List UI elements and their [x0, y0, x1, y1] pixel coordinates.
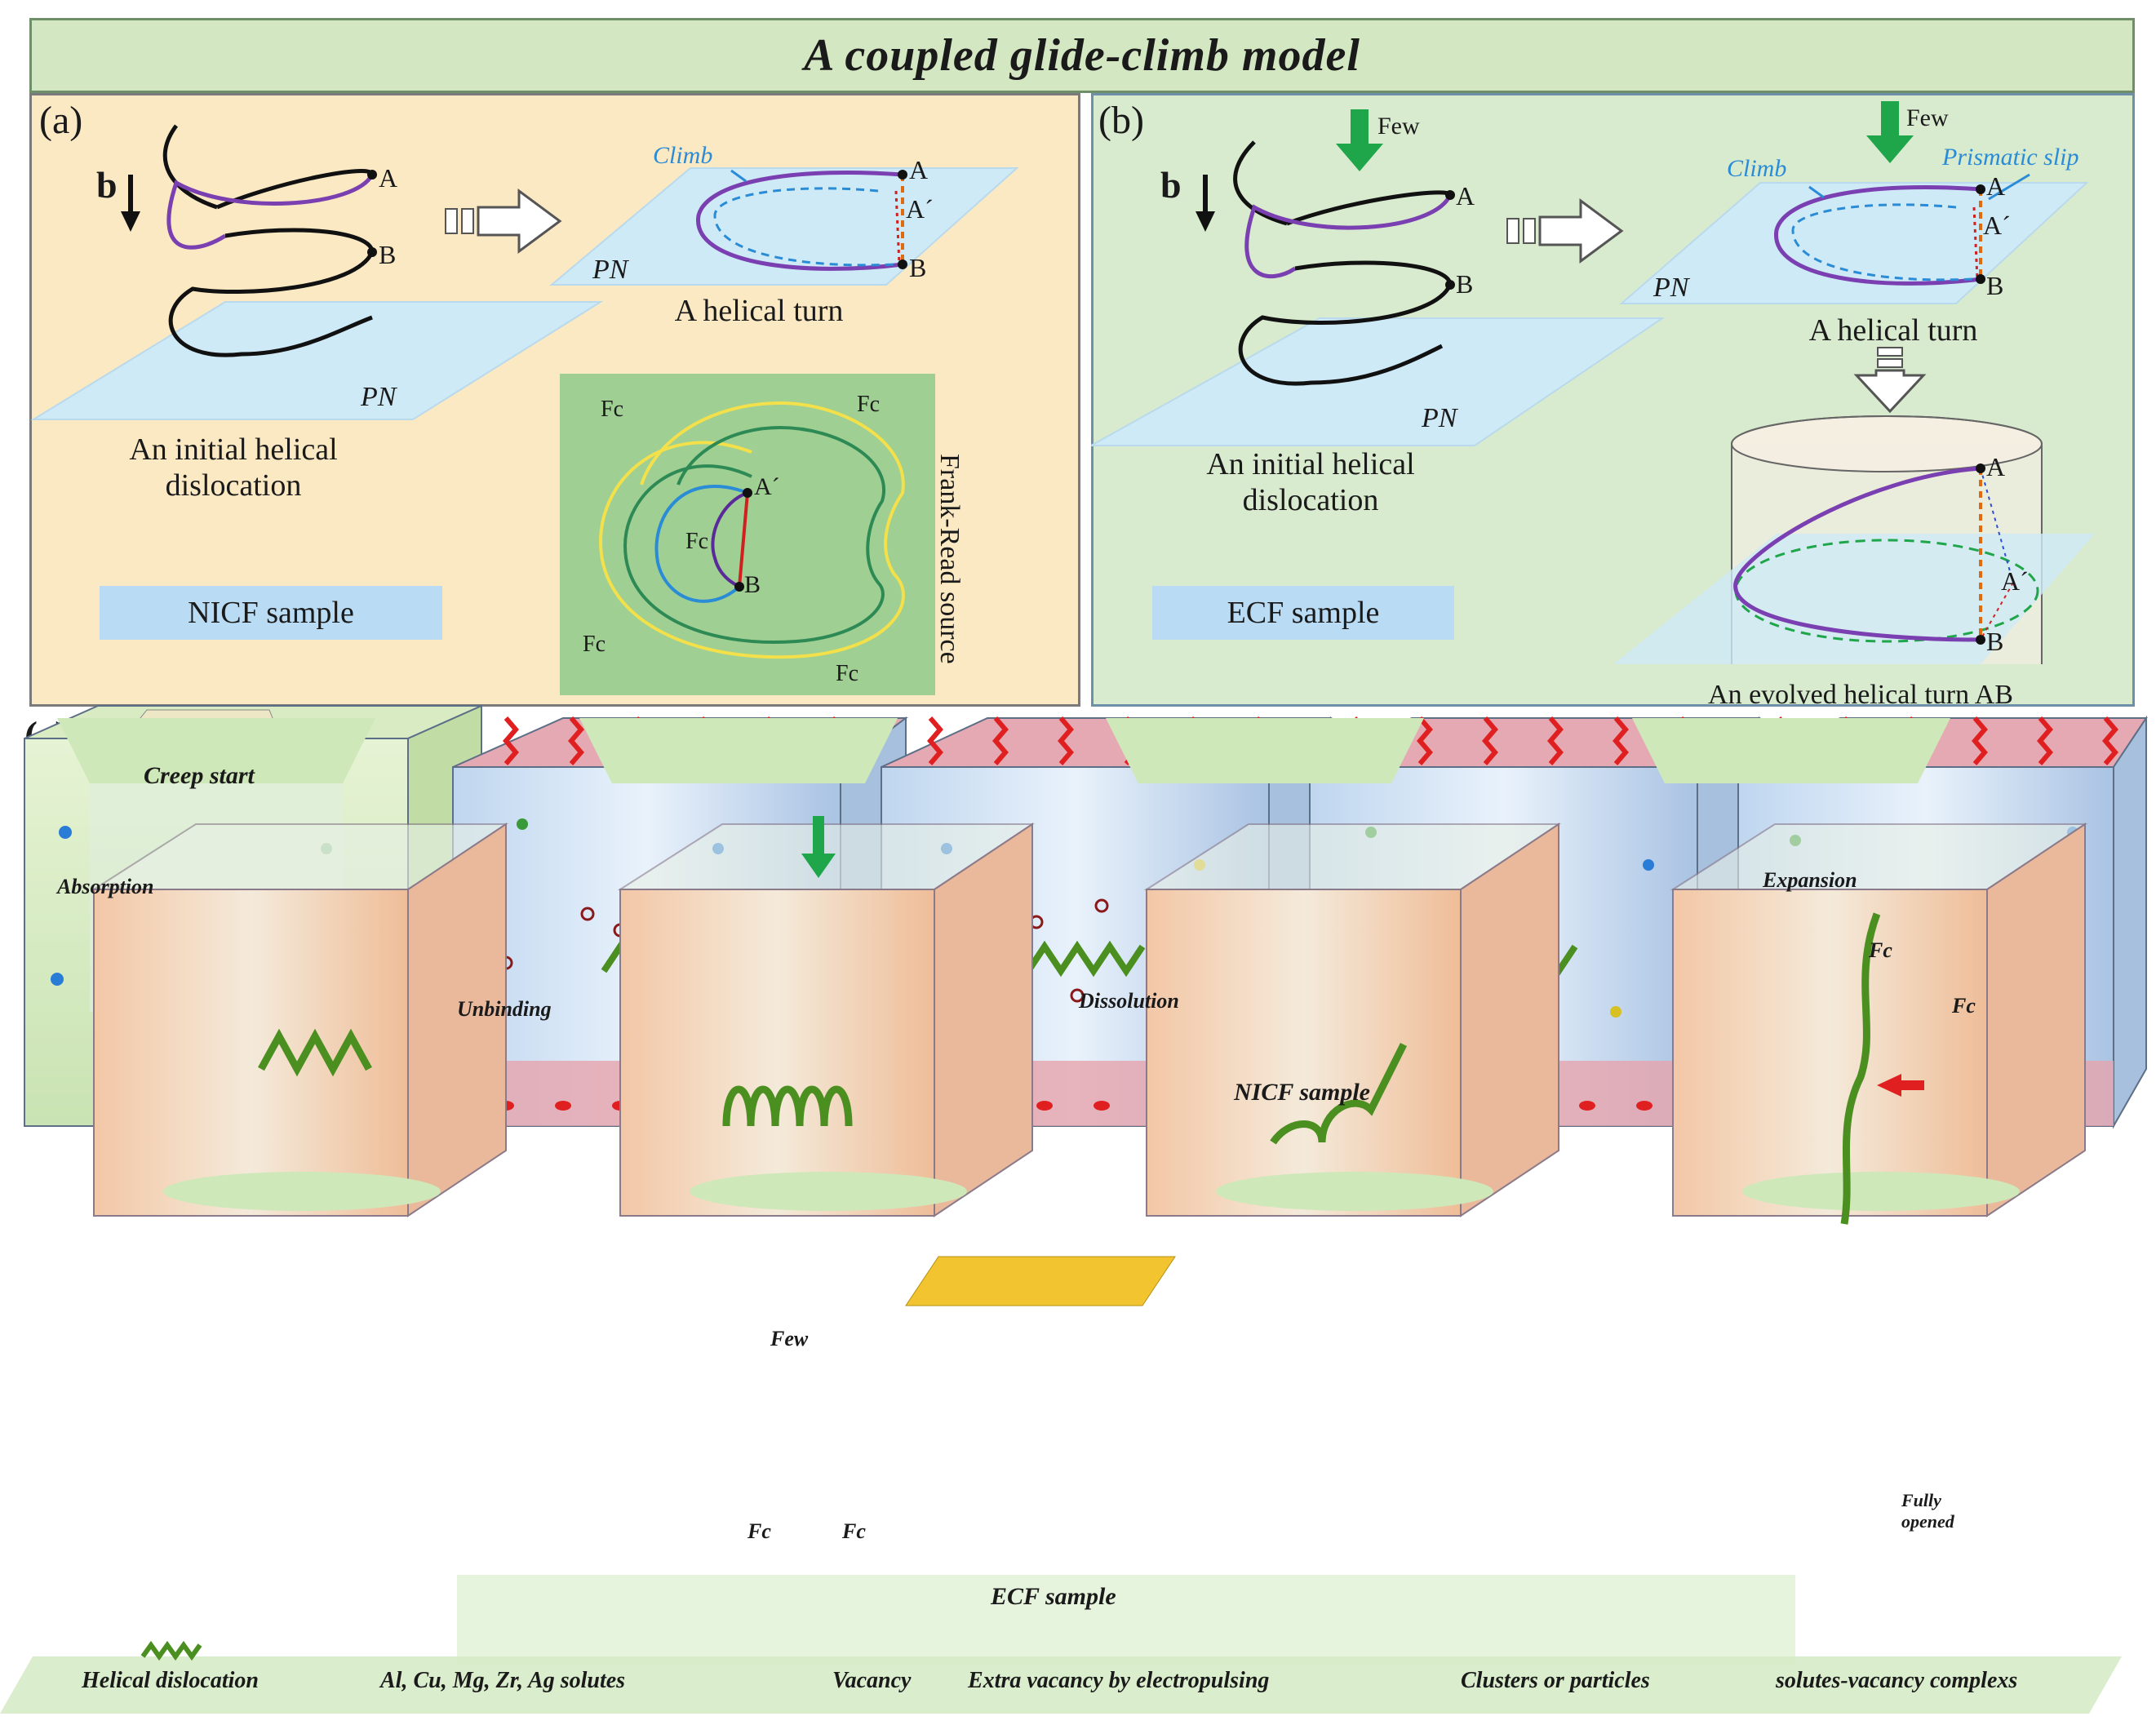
fully-opened-arrow [1877, 1074, 1901, 1097]
prismatic-label: Prismatic slip [1942, 144, 2079, 171]
burgers-label-a: b [96, 164, 118, 206]
point-a-prime-turn-b: A´ [1983, 211, 2011, 240]
fr-fc-3: Fc [685, 529, 708, 554]
point-a-prime-evolved: A´ [2001, 566, 2029, 596]
caption-evolved: An evolved helical turn AB [1708, 680, 2013, 710]
transform-arrow-a [477, 188, 562, 254]
panel-b-drawing [1091, 101, 2095, 664]
few-arrow-1 [1336, 144, 1383, 171]
panel-c-drawing [0, 704, 2148, 1714]
pn-plane-turn [549, 167, 1019, 286]
caption-turn-b: A helical turn [1808, 313, 1978, 348]
caption-turn-a: A helical turn [674, 294, 844, 328]
point-b-initial-b: B [1456, 269, 1474, 299]
burgers-label-b: b [1160, 164, 1182, 206]
expansion-label: Expansion [1763, 868, 1857, 892]
nicf-sample-box: NICF sample [100, 586, 442, 640]
fr-fc-2: Fc [857, 392, 880, 417]
few-label-2: Few [1906, 104, 1949, 131]
fr-blue-loop [654, 485, 748, 603]
fc-label-top-1: Fc [1869, 938, 1892, 962]
point-b-initial: B [379, 240, 397, 269]
few-arrow-c [801, 854, 836, 878]
point-a-initial: A [379, 163, 398, 193]
fr-fc-1: Fc [601, 397, 623, 422]
absorption-label: Absorption [57, 875, 154, 898]
panel-a-drawing [30, 124, 1019, 695]
pn-plane-initial [30, 301, 604, 420]
fr-yellow-loop [598, 401, 905, 659]
few-arrow-2 [1866, 135, 1914, 163]
helix-purple-turn [166, 173, 375, 250]
point-a-prime-turn: A´ [906, 194, 934, 224]
point-a-initial-b: A [1456, 181, 1475, 211]
pn-plane-initial-b [1091, 317, 1666, 446]
legend-helix-icon [140, 1640, 202, 1661]
panel-a-label: (a) [39, 99, 83, 142]
legend-clusters: Clusters or particles [1461, 1668, 1650, 1693]
ecf-box-2 [579, 718, 1036, 1217]
fr-fc-4: Fc [583, 632, 606, 657]
helix-black-bottom [168, 228, 375, 357]
pn-plane-evolved [1613, 534, 2095, 664]
pn-label-initial: PN [361, 382, 397, 412]
dissolution-label: Dissolution [1079, 989, 1179, 1013]
ecf-sample-label: ECF sample [991, 1583, 1116, 1610]
climb-label-b: Climb [1727, 155, 1787, 182]
unbinding-label: Unbinding [457, 997, 552, 1021]
ecf-box-1 [57, 718, 509, 1217]
helical-turn-purple [696, 170, 903, 271]
few-label-1: Few [1377, 113, 1420, 140]
fully-opened-label: Fully opened [1901, 1490, 1954, 1532]
few-label-c: Few [770, 1327, 809, 1350]
climb-dashed [713, 187, 895, 267]
legend-bar [0, 1656, 2122, 1714]
fc-label-bottom-2: Fc [842, 1519, 866, 1543]
point-a-evolved: A [1986, 452, 2006, 481]
fr-a-prime: A´ [754, 473, 780, 500]
fr-red-segment [738, 492, 749, 588]
legend-extra-vacancy: Extra vacancy by electropulsing [968, 1668, 1270, 1693]
ecf-sample-box: ECF sample [1152, 586, 1454, 640]
nicf-sample-label: NICF sample [1234, 1079, 1370, 1106]
helix-purple-turn-b [1244, 193, 1453, 279]
ecf-box-4 [1632, 718, 2088, 1217]
pn-label-initial-b: PN [1422, 403, 1457, 433]
burgers-arrow [121, 211, 140, 232]
climb-label-a: Climb [653, 142, 713, 169]
title-bar: A coupled glide-climb model [29, 18, 2135, 93]
point-a-turn-b: A [1986, 171, 2006, 201]
point-b-turn: B [909, 253, 927, 282]
pn-label-turn-b: PN [1653, 273, 1689, 303]
legend-helical-dislocation: Helical dislocation [82, 1668, 259, 1693]
creep-start-label: Creep start [144, 762, 255, 789]
figure-title: A coupled glide-climb model [804, 30, 1360, 81]
point-b-turn-b: B [1986, 271, 2004, 300]
pn-label-turn: PN [592, 255, 628, 285]
caption-initial-a: An initial helical dislocation [129, 432, 338, 503]
ecf-sample-plate [905, 1256, 1176, 1306]
helix-black-top [162, 124, 218, 210]
ecf-box-3 [1106, 718, 1562, 1217]
legend-vacancy: Vacancy [832, 1668, 912, 1693]
caption-initial-b: An initial helical dislocation [1206, 447, 1415, 517]
point-a-turn: A [909, 155, 929, 184]
helix-bottom-row [258, 912, 1881, 1225]
fr-b: B [744, 571, 761, 598]
legend-complexes: solutes-vacancy complexs [1776, 1668, 2018, 1693]
point-b-evolved: B [1986, 627, 2004, 656]
fr-fc-5: Fc [836, 661, 858, 686]
fr-green-loop [623, 425, 885, 644]
fc-label-top-2: Fc [1952, 994, 1976, 1018]
frank-read-label: Frank-Read source [934, 454, 965, 664]
panel-b-label: (b) [1098, 99, 1144, 142]
fc-label-bottom-1: Fc [748, 1519, 771, 1543]
down-arrow-b [1853, 369, 1927, 414]
legend-solutes: Al, Cu, Mg, Zr, Ag solutes [380, 1668, 626, 1693]
